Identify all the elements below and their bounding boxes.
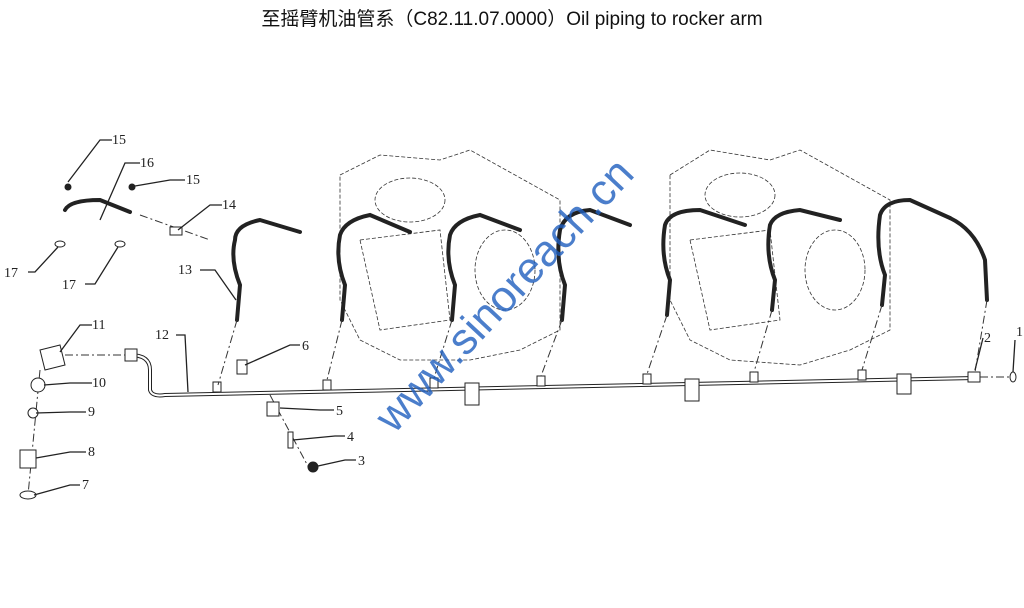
callout-4: 4 — [347, 430, 354, 445]
callout-1: 1 — [1016, 325, 1023, 340]
callout-7: 7 — [82, 478, 89, 493]
callout-5: 5 — [336, 404, 343, 419]
callout-2: 2 — [984, 331, 991, 346]
callout-15-top: 15 — [112, 133, 126, 148]
callout-17-left: 17 — [4, 266, 18, 281]
callout-10: 10 — [92, 376, 106, 391]
rail-fittings — [212, 369, 912, 406]
callout-9: 9 — [88, 405, 95, 420]
oil-rail-pipe — [124, 348, 981, 398]
small-parts — [19, 183, 1017, 500]
callouts: 1 2 3 4 5 6 7 8 9 10 11 12 13 14 15 15 1… — [4, 133, 1023, 496]
callout-17-right: 17 — [62, 278, 76, 293]
callout-6: 6 — [302, 339, 309, 354]
diagram-title: 至摇臂机油管系（C82.11.07.0000）Oil piping to roc… — [261, 9, 763, 30]
callout-12: 12 — [155, 328, 169, 343]
callout-16: 16 — [140, 156, 154, 171]
branch-pipes — [63, 197, 989, 322]
callout-11: 11 — [92, 318, 105, 333]
callout-8: 8 — [88, 445, 95, 460]
callout-13: 13 — [178, 263, 192, 278]
cylinder-head-right — [669, 149, 891, 366]
callout-15-right: 15 — [186, 173, 200, 188]
callout-14: 14 — [222, 198, 236, 213]
watermark: www.sinoreach.cn — [365, 149, 643, 442]
callout-3: 3 — [358, 454, 365, 469]
